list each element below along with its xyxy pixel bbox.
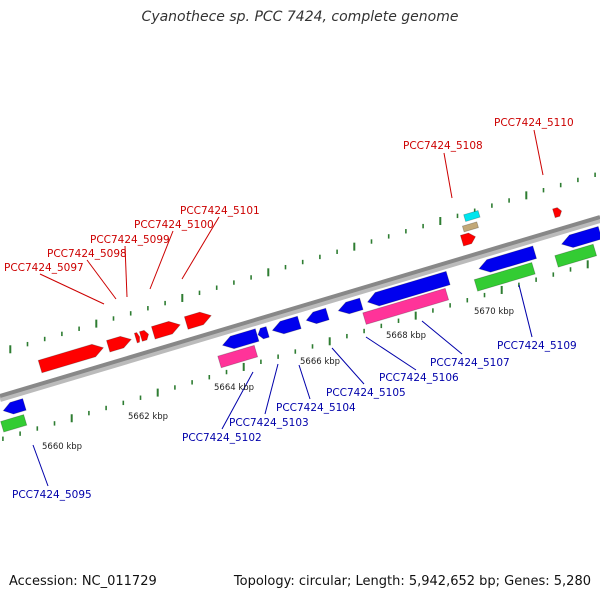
gene-feature: [2, 398, 27, 415]
gene-feature: [221, 328, 260, 350]
leader-line: [39, 273, 105, 305]
gene-feature: [337, 297, 364, 315]
gene-feature: [133, 332, 141, 344]
backbone-shadow: [0, 217, 600, 402]
gene-feature: [217, 344, 259, 369]
gene-label[interactable]: PCC7424_5099: [90, 234, 170, 246]
gene-feature: [150, 321, 181, 340]
gene-feature: [478, 245, 537, 273]
gene-label[interactable]: PCC7424_5107: [430, 357, 510, 369]
gene-feature: [552, 207, 563, 219]
leader-line: [365, 336, 417, 371]
gene-feature: [106, 335, 132, 353]
gene-label[interactable]: PCC7424_5102: [182, 432, 262, 444]
gene-feature: [463, 209, 481, 222]
labels: 5660 kbp 5662 kbp 5664 kbp 5666 kbp 5668…: [4, 117, 577, 501]
gene-feature: [37, 343, 105, 374]
leader-line: [518, 284, 533, 338]
gene-label[interactable]: PCC7424_5098: [47, 248, 127, 260]
gene-label[interactable]: PCC7424_5109: [497, 340, 577, 352]
gene-feature: [271, 315, 302, 335]
gene-label[interactable]: PCC7424_5108: [403, 140, 483, 152]
gene-feature: [459, 232, 476, 247]
gene-label[interactable]: PCC7424_5104: [276, 402, 356, 414]
leader-line: [221, 371, 254, 430]
accession-text: Accession: NC_011729: [9, 574, 157, 589]
features: [0, 207, 600, 433]
leader-line: [421, 320, 463, 355]
gene-feature: [305, 307, 330, 324]
leader-line: [32, 444, 49, 487]
gene-label[interactable]: PCC7424_5106: [379, 372, 459, 384]
leader-line: [533, 129, 544, 176]
scale-label: 5668 kbp: [386, 331, 426, 341]
gene-label[interactable]: PCC7424_5100: [134, 219, 214, 231]
gene-label[interactable]: PCC7424_5110: [494, 117, 574, 129]
map-title: Cyanothece sp. PCC 7424, complete genome: [141, 9, 459, 25]
scale-label: 5660 kbp: [42, 442, 82, 452]
topology-text: Topology: circular; Length: 5,942,652 bp…: [233, 574, 591, 589]
scale-label: 5664 kbp: [214, 383, 254, 393]
gene-label[interactable]: PCC7424_5101: [180, 205, 260, 217]
scale-label: 5666 kbp: [300, 357, 340, 367]
gene-feature: [0, 414, 28, 433]
leader-line: [86, 259, 117, 300]
leader-line: [443, 152, 453, 199]
scale-label: 5670 kbp: [474, 307, 514, 317]
gene-feature: [138, 329, 150, 342]
leader-line: [181, 216, 220, 280]
gene-feature: [183, 311, 212, 330]
gene-feature: [362, 287, 450, 325]
gene-label[interactable]: PCC7424_5103: [229, 417, 309, 429]
gene-feature: [257, 326, 270, 340]
leader-line: [124, 245, 128, 298]
leader-line: [298, 364, 311, 400]
scale-label: 5662 kbp: [128, 412, 168, 422]
gene-label[interactable]: PCC7424_5097: [4, 262, 84, 274]
gene-feature: [473, 262, 536, 292]
tick-marks: [2, 172, 596, 441]
gene-feature: [554, 243, 598, 268]
gene-label[interactable]: PCC7424_5095: [12, 489, 92, 501]
gene-feature: [560, 225, 600, 248]
leader-line: [331, 347, 365, 385]
leader-line: [149, 230, 174, 290]
label-leaders: [32, 129, 544, 487]
backbone: [0, 215, 600, 398]
gene-label[interactable]: PCC7424_5105: [326, 387, 406, 399]
gene-feature: [461, 221, 479, 233]
leader-line: [264, 363, 279, 415]
gene-feature: [366, 270, 451, 307]
